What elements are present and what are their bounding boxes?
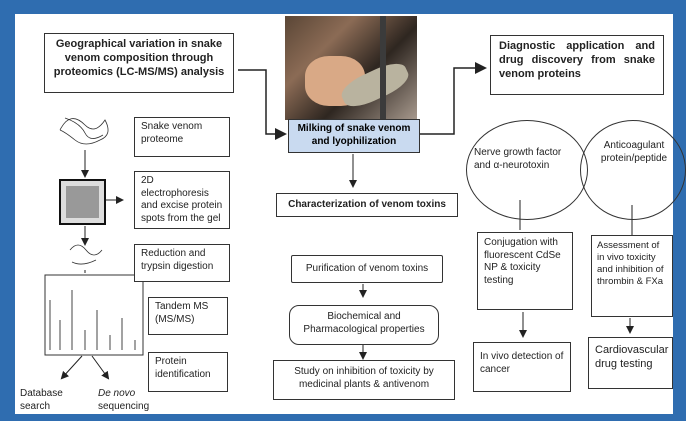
milking-text: Milking of snake venom and lyophilizatio… [297, 123, 411, 147]
left-step-tandem-ms: Tandem MS (MS/MS) [148, 297, 228, 335]
cardio-text: Cardiovascular drug testing [595, 344, 669, 370]
ms-peaks-icon [49, 290, 136, 350]
anticoagulant-ellipse [580, 120, 686, 220]
left-step-digestion-text: Reduction and trypsin digestion [141, 248, 214, 272]
left-step-proteome-text: Snake venom proteome [141, 121, 203, 145]
milking-box: Milking of snake venom and lyophilizatio… [288, 119, 420, 153]
snake-milking-photo [285, 16, 417, 120]
cardio-box: Cardiovascular drug testing [588, 337, 673, 389]
ms-spectrum-icon [44, 274, 144, 356]
left-step-electrophoresis-text: 2D electrophoresis and excise protein sp… [141, 175, 223, 224]
sequencing-text: sequencing [98, 400, 150, 412]
anticoagulant-text: Anticoagulant protein/peptide [600, 140, 668, 164]
assessment-text: Assessment of in vivo toxicity and inhib… [597, 240, 664, 287]
inhibition-study-text: Study on inhibition of toxicity by medic… [294, 366, 434, 390]
left-step-proteome: Snake venom proteome [134, 117, 230, 157]
biochemical-text: Biochemical and Pharmacological properti… [303, 311, 425, 335]
database-search-text: Database search [20, 388, 63, 412]
diagnostic-application-box: Diagnostic application and drug discover… [490, 35, 664, 95]
geographical-variation-text: Geographical variation in snake venom co… [53, 38, 225, 78]
nerve-growth-label: Nerve growth factor and α-neurotoxin [474, 147, 564, 172]
in-vivo-detection-box: In vivo detection of cancer [473, 342, 571, 392]
conjugation-box: Conjugation with fluorescent CdSe NP & t… [477, 232, 573, 310]
nerve-growth-text: Nerve growth factor and α-neurotoxin [474, 147, 562, 171]
rod-shape [380, 16, 386, 120]
gel-spots-icon [66, 186, 99, 218]
assessment-box: Assessment of in vivo toxicity and inhib… [591, 235, 673, 317]
characterization-text: Characterization of venom toxins [288, 199, 446, 210]
in-vivo-detection-text: In vivo detection of cancer [480, 351, 564, 375]
proteome-scribble-icon [59, 117, 109, 145]
conjugation-text: Conjugation with fluorescent CdSe NP & t… [484, 237, 561, 286]
biochemical-box: Biochemical and Pharmacological properti… [289, 305, 439, 345]
purification-text: Purification of venom toxins [305, 263, 429, 274]
geographical-variation-box: Geographical variation in snake venom co… [44, 33, 234, 93]
left-step-protein-id-text: Protein identification [155, 356, 211, 380]
anticoagulant-label: Anticoagulant protein/peptide [594, 140, 674, 165]
left-step-tandem-ms-text: Tandem MS (MS/MS) [155, 301, 209, 325]
diagnostic-application-text: Diagnostic application and drug discover… [499, 40, 655, 80]
inhibition-study-box: Study on inhibition of toxicity by medic… [273, 360, 455, 400]
characterization-box: Characterization of venom toxins [276, 193, 458, 217]
left-step-electrophoresis: 2D electrophoresis and excise protein sp… [134, 171, 230, 229]
left-step-protein-id: Protein identification [148, 352, 228, 392]
digestion-scribble-icon [69, 244, 103, 265]
left-step-digestion: Reduction and trypsin digestion [134, 244, 230, 282]
de-novo-text: De novo [98, 388, 136, 399]
purification-box: Purification of venom toxins [291, 255, 443, 283]
de-novo-label: De novo sequencing [98, 388, 168, 413]
database-search-label: Database search [20, 388, 80, 413]
